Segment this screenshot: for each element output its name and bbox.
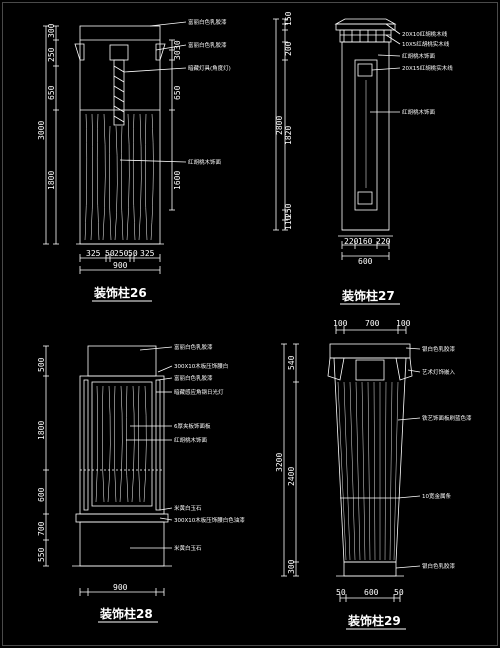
- dim-26-b325b: 325: [140, 249, 155, 258]
- note-29-2: 艺术灯饰嵌入: [422, 368, 456, 376]
- dim-27-200: 200: [284, 41, 293, 56]
- dim-29-b50a: 50: [336, 588, 346, 597]
- pillar-29-notes: 银白色乳胶漆 艺术灯饰嵌入 铁艺饰面板刷蓝色漆 10宽金属条 银白色乳胶漆: [422, 345, 472, 570]
- note-28-2: 300X10木板压饰腰白: [174, 362, 228, 370]
- dim-28-600: 600: [37, 487, 46, 502]
- note-28-1: 富丽白色乳胶漆: [174, 343, 213, 351]
- note-28-6: 红胡桃木饰面: [174, 436, 208, 444]
- dim-26-300: 300: [47, 23, 56, 38]
- note-29-5: 银白色乳胶漆: [422, 562, 456, 570]
- pillar-28-dims: 500 1800 600 700 550 900: [37, 357, 128, 592]
- pillar-29-dims: 100 700 100 540 3200 2400 300 50 600 50: [275, 319, 411, 597]
- dim-26-b325a: 325: [86, 249, 101, 258]
- dim-26-total: 900: [113, 261, 128, 270]
- pillar-28-wood-grain: [95, 385, 147, 503]
- note-26-1: 富丽白色乳胶漆: [188, 18, 227, 26]
- note-28-7: 米黄白玉石: [174, 504, 202, 512]
- pillar-27: [273, 18, 401, 260]
- title-pillar-28: 装饰柱28: [99, 606, 153, 621]
- pillar-26-light-left: [74, 43, 85, 61]
- note-28-8: 300X10木板压饰腰白色油漆: [174, 516, 245, 524]
- pillar-28: [43, 345, 173, 596]
- dim-26-r650: 650: [173, 85, 182, 100]
- pillar-28-notes: 富丽白色乳胶漆 300X10木板压饰腰白 富丽白色乳胶漆 暗藏感应角钢日光灯 6…: [174, 343, 245, 552]
- note-26-4: 红胡桃木饰面: [188, 158, 222, 166]
- dim-28-550: 550: [37, 547, 46, 562]
- dim-28-700: 700: [37, 521, 46, 536]
- dim-27-110: 110: [284, 215, 293, 230]
- note-28-3: 富丽白色乳胶漆: [174, 374, 213, 382]
- dim-26-650: 650: [47, 85, 56, 100]
- dim-27-1820: 1820: [284, 126, 293, 145]
- note-29-1: 银白色乳胶漆: [422, 345, 456, 353]
- pillar-29-light-left: [327, 357, 345, 381]
- dim-29-2400: 2400: [287, 467, 296, 486]
- dim-26-b50a: 50: [105, 249, 115, 258]
- dim-27-b160: 160: [358, 237, 373, 246]
- dim-26-b50b: 50: [128, 249, 138, 258]
- pillar-27-dims: 150 200 2800 1820 250 110 220 160 220 60…: [275, 11, 391, 266]
- dim-27-b220b: 220: [376, 237, 391, 246]
- dim-27-150: 150: [284, 11, 293, 26]
- pillar-27-body: [341, 41, 390, 231]
- dim-28-total: 900: [113, 583, 128, 592]
- dim-29-540: 540: [287, 355, 296, 370]
- dim-29-t100b: 100: [396, 319, 411, 328]
- dim-26-3000: 3000: [37, 121, 46, 140]
- dim-27-250: 250: [284, 203, 293, 218]
- dim-26-1800: 1800: [47, 171, 56, 190]
- pillar-27-panel: [354, 59, 378, 211]
- dim-29-b600: 600: [364, 588, 379, 597]
- dim-26-b250: 250: [114, 249, 129, 258]
- pillar-27-notes: 20X10红胡桃木线 10X5红胡桃实木线 红胡桃木饰面 20X15红胡桃实木线…: [402, 30, 453, 116]
- pillar-29: [281, 326, 421, 602]
- pillar-26-wood-grain: [84, 113, 154, 241]
- dim-27-total: 600: [358, 257, 373, 266]
- pillar-26-notes: 富丽白色乳胶漆 富丽白色乳胶漆 暗藏灯具(角度灯) 红胡桃木饰面: [188, 18, 231, 166]
- title-pillar-26: 装饰柱26: [93, 285, 147, 300]
- note-26-3: 暗藏灯具(角度灯): [188, 64, 231, 72]
- note-27-3: 红胡桃木饰面: [402, 52, 436, 60]
- dim-28-500: 500: [37, 357, 46, 372]
- note-27-2: 10X5红胡桃实木线: [402, 40, 450, 48]
- pillar-29-fluting: [337, 381, 399, 561]
- pillar-26-dims: 300 250 650 3000 1800 30 30 650 1600 325…: [37, 23, 182, 270]
- note-28-4: 暗藏感应角钢日光灯: [174, 388, 224, 396]
- pillar-27-cap: [334, 18, 397, 25]
- note-28-9: 米黄白玉石: [174, 544, 202, 552]
- dim-29-t700: 700: [365, 319, 380, 328]
- note-26-2: 富丽白色乳胶漆: [188, 41, 227, 49]
- title-pillar-27: 装饰柱27: [341, 288, 395, 303]
- pillar-26-light-right: [155, 43, 166, 61]
- dim-26-r1600: 1600: [173, 171, 182, 190]
- note-29-3: 铁艺饰面板刷蓝色漆: [422, 414, 472, 422]
- pillar-26: [43, 21, 187, 274]
- dim-27-2800: 2800: [275, 116, 284, 135]
- title-pillar-29: 装饰柱29: [347, 613, 401, 628]
- dim-27-b220a: 220: [344, 237, 359, 246]
- note-27-1: 20X10红胡桃木线: [402, 30, 448, 38]
- dim-26-r30a: 30: [173, 40, 182, 50]
- pillar-28-base: [79, 521, 165, 567]
- dim-29-t100a: 100: [333, 319, 348, 328]
- note-27-4: 20X15红胡桃实木线: [402, 64, 453, 72]
- pillar-29-light-right: [395, 357, 413, 381]
- dim-29-300: 300: [287, 559, 296, 574]
- note-27-5: 红胡桃木饰面: [402, 108, 436, 116]
- dim-29-3200: 3200: [275, 453, 284, 472]
- note-28-5: 6厚夹板饰面板: [174, 422, 211, 430]
- dim-26-r30b: 30: [173, 50, 182, 60]
- note-29-4: 10宽金属条: [422, 492, 451, 500]
- dim-29-b50b: 50: [394, 588, 404, 597]
- dim-28-1800: 1800: [37, 421, 46, 440]
- dim-26-250: 250: [47, 47, 56, 62]
